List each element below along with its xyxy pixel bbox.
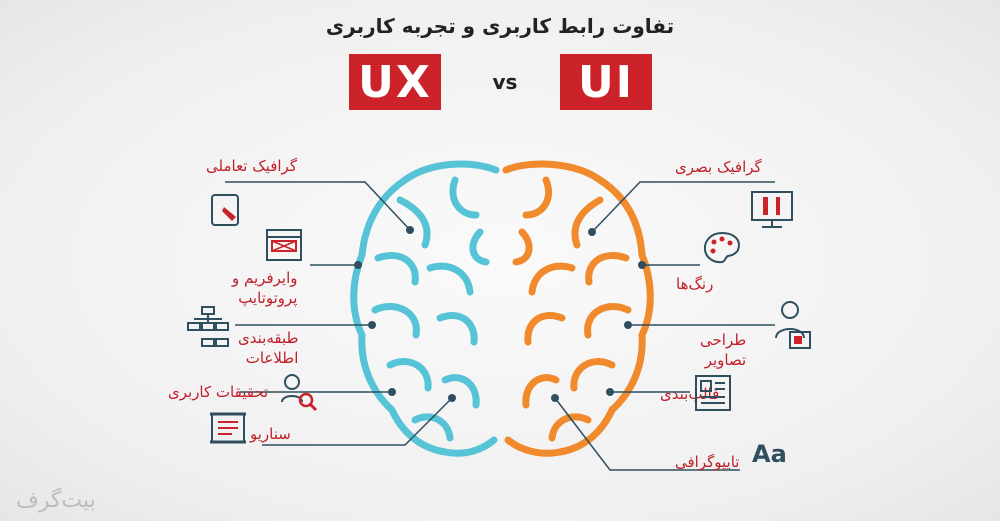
watermark-logo: بیت‌گرف	[16, 488, 96, 513]
ux-brain-half	[350, 160, 500, 457]
connector-dots	[354, 226, 646, 402]
palette-icon	[703, 231, 741, 264]
ui-badge: UI	[560, 54, 652, 110]
page-title: تفاوت رابط کاربری و تجربه کاربری	[325, 14, 675, 38]
user-search-icon	[281, 374, 318, 412]
ux-label-scenario: سناریو	[250, 425, 291, 443]
ux-badge: UX	[349, 54, 441, 110]
vs-label: vs	[492, 70, 518, 94]
ui-label-colors: رنگ‌ها	[676, 275, 714, 293]
ui-label-layout: قالب‌بندی	[660, 385, 720, 403]
scroll-icon	[210, 412, 246, 444]
designer-icon	[775, 301, 811, 349]
monitor-tools-icon	[751, 191, 793, 228]
tablet-touch-icon	[211, 194, 239, 226]
typography-icon: Aa	[752, 440, 787, 468]
ui-brain-half	[502, 160, 654, 457]
ui-label-visual-graphics: گرافیک بصری	[675, 158, 762, 176]
sitemap-icon	[187, 306, 229, 347]
ux-label-interactive-graphics: گرافیک تعاملی	[206, 157, 297, 175]
ui-label-typography: تایپوگرافی	[675, 453, 740, 471]
wireframe-icon	[266, 229, 302, 261]
layout-icon	[695, 375, 731, 411]
ux-label-user-research: تحقیقات کاربری	[168, 383, 269, 401]
connector-lines	[225, 181, 775, 471]
